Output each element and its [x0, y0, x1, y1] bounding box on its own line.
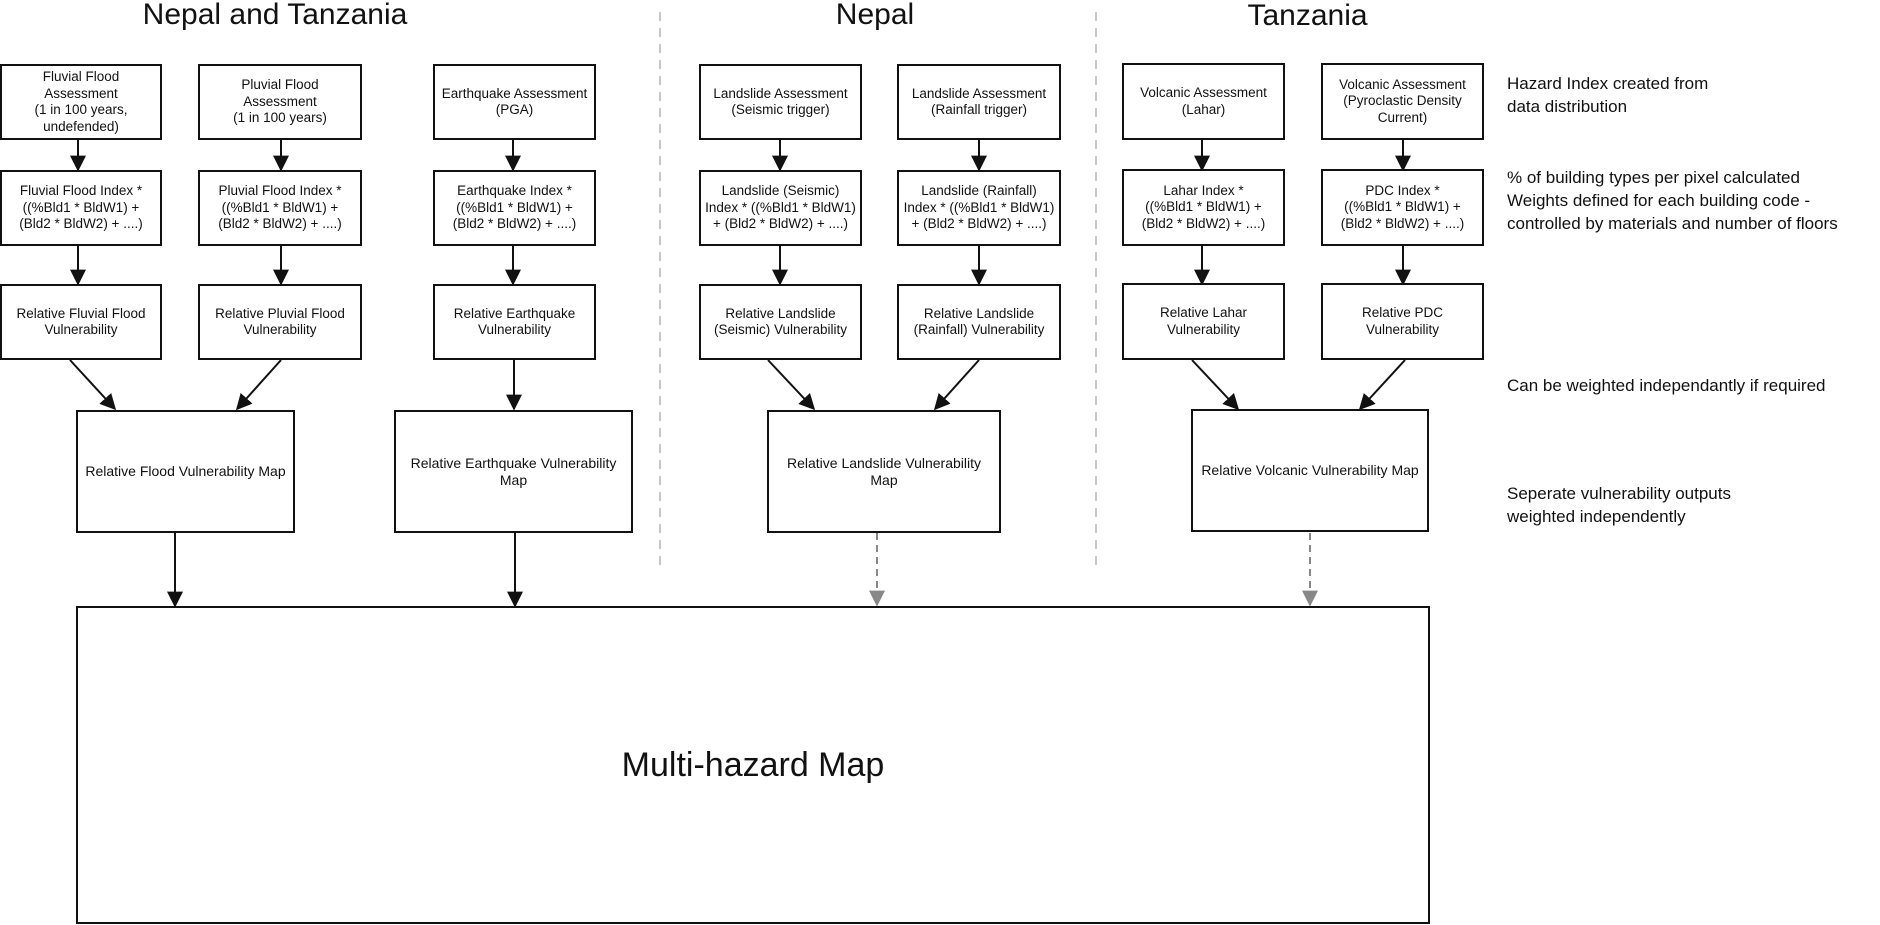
lahar-index-box: Lahar Index * ((%Bld1 * BldW1) + (Bld2 *… [1122, 169, 1285, 246]
pdc-assessment-box: Volcanic Assessment (Pyroclastic Density… [1321, 63, 1484, 140]
multi-hazard-map-box: Multi-hazard Map [76, 606, 1430, 924]
note-hazard-index: Hazard Index created from data distribut… [1507, 74, 1709, 116]
fluvial-flood-index-box: Fluvial Flood Index * ((%Bld1 * BldW1) +… [0, 170, 162, 246]
note-separate-outputs: Seperate vulnerability outputs weighted … [1507, 484, 1731, 526]
arrow-landslide-seismic-to-map [767, 359, 816, 411]
relative-landslide-rainfall-vulnerability-box: Relative Landslide (Rainfall) Vulnerabil… [897, 284, 1061, 360]
landslide-seismic-index-box: Landslide (Seismic) Index * ((%Bld1 * Bl… [699, 170, 862, 246]
relative-flood-vulnerability-map-box: Relative Flood Vulnerability Map [76, 410, 295, 533]
title-nepal-and-tanzania: Nepal and Tanzania [142, 0, 408, 31]
arrow-pdc-to-map [1358, 359, 1406, 411]
title-tanzania: Tanzania [1247, 0, 1368, 32]
arrow-landslide-rainfall-to-map [933, 359, 980, 411]
relative-earthquake-vulnerability-map-box: Relative Earthquake Vulnerability Map [394, 410, 633, 533]
earthquake-assessment-box: Earthquake Assessment (PGA) [433, 64, 596, 140]
pdc-index-box: PDC Index * ((%Bld1 * BldW1) + (Bld2 * B… [1321, 169, 1484, 246]
title-nepal: Nepal [835, 0, 915, 31]
landslide-rainfall-index-box: Landslide (Rainfall) Index * ((%Bld1 * B… [897, 170, 1061, 246]
note-weighted-independently: Can be weighted independantly if require… [1507, 376, 1826, 395]
arrow-fluvial-to-flood-map [69, 359, 117, 411]
landslide-seismic-assessment-box: Landslide Assessment (Seismic trigger) [699, 64, 862, 140]
earthquake-index-box: Earthquake Index * ((%Bld1 * BldW1) + (B… [433, 170, 596, 246]
lahar-assessment-box: Volcanic Assessment (Lahar) [1122, 63, 1285, 140]
relative-fluvial-vulnerability-box: Relative Fluvial Flood Vulnerability [0, 284, 162, 360]
relative-landslide-vulnerability-map-box: Relative Landslide Vulnerability Map [767, 410, 1001, 533]
pluvial-flood-assessment-box: Pluvial Flood Assessment (1 in 100 years… [198, 64, 362, 140]
relative-earthquake-vulnerability-box: Relative Earthquake Vulnerability [433, 284, 596, 360]
fluvial-flood-assessment-box: Fluvial Flood Assessment (1 in 100 years… [0, 64, 162, 140]
relative-pdc-vulnerability-box: Relative PDC Vulnerability [1321, 283, 1484, 360]
relative-landslide-seismic-vulnerability-box: Relative Landslide (Seismic) Vulnerabili… [699, 284, 862, 360]
relative-pluvial-vulnerability-box: Relative Pluvial Flood Vulnerability [198, 284, 362, 360]
relative-volcanic-vulnerability-map-box: Relative Volcanic Vulnerability Map [1191, 409, 1429, 532]
pluvial-flood-index-box: Pluvial Flood Index * ((%Bld1 * BldW1) +… [198, 170, 362, 246]
arrow-lahar-to-map [1191, 359, 1240, 411]
note-building-types: % of building types per pixel calculated… [1507, 168, 1838, 233]
arrow-pluvial-to-flood-map [235, 359, 282, 411]
landslide-rainfall-assessment-box: Landslide Assessment (Rainfall trigger) [897, 64, 1061, 140]
relative-lahar-vulnerability-box: Relative Lahar Vulnerability [1122, 283, 1285, 360]
